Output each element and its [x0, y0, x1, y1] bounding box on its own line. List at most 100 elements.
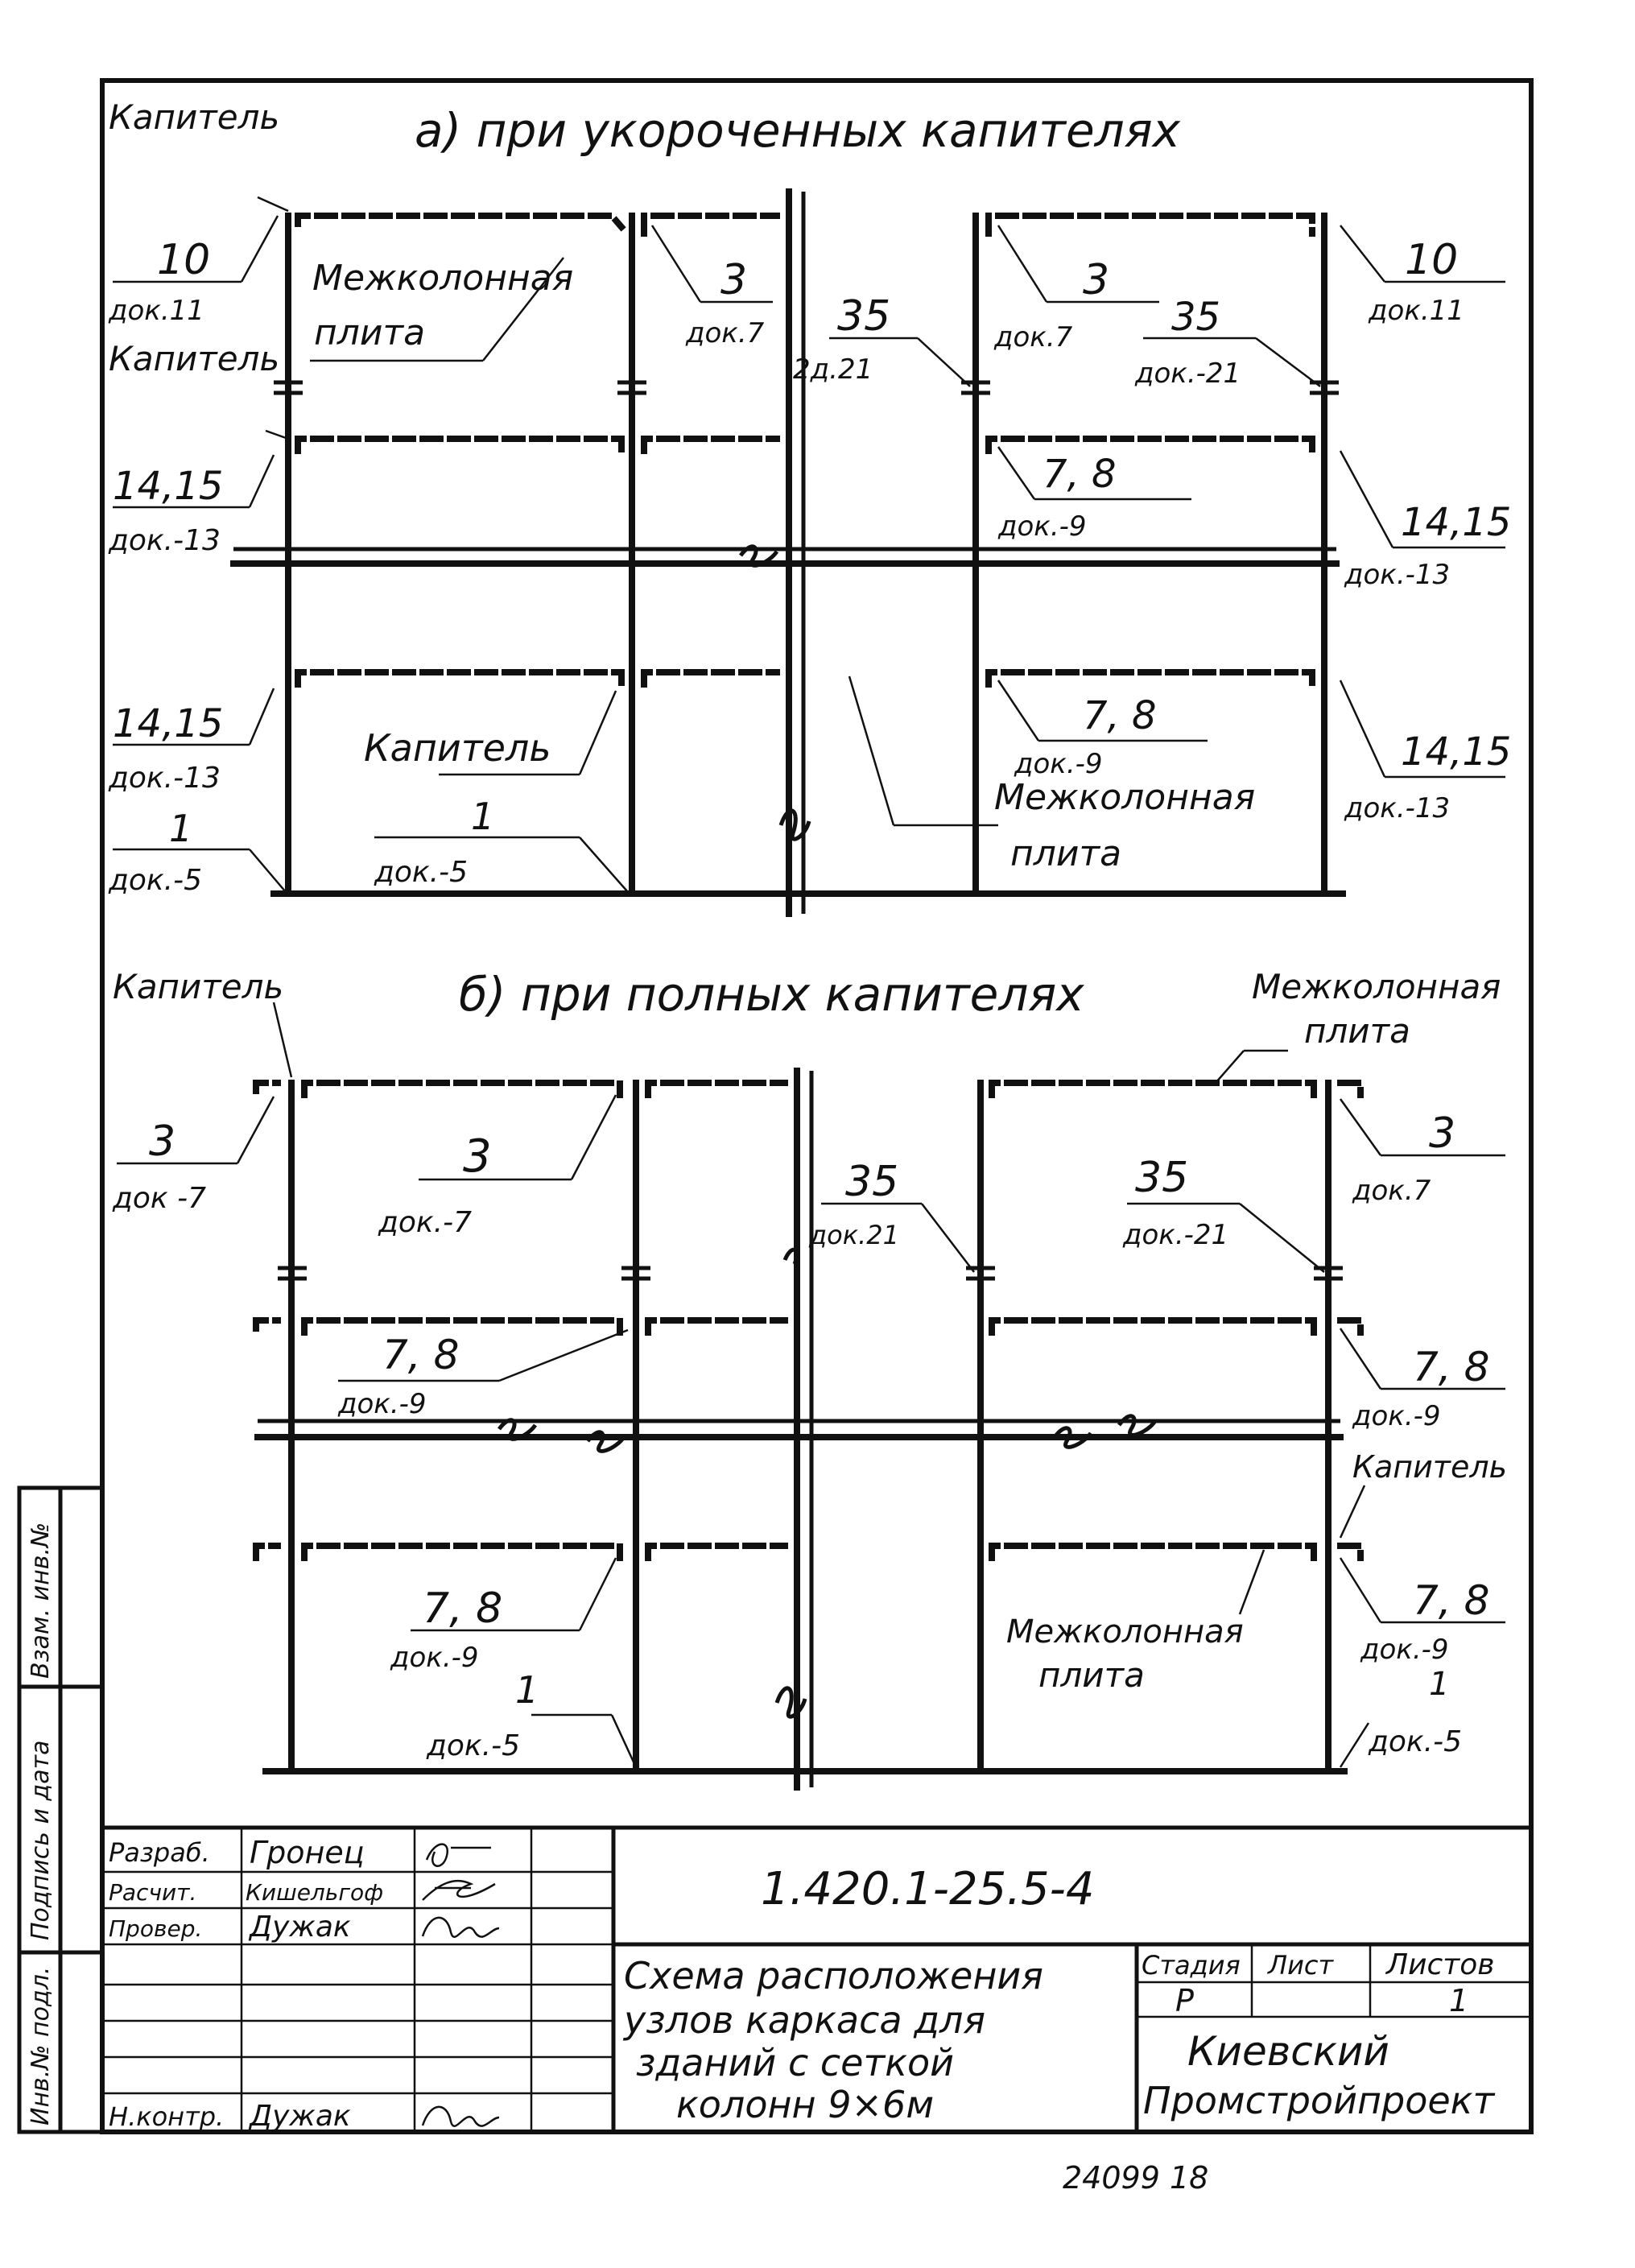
diagram-b-break: [794, 1068, 814, 1791]
callout-doc: док.11: [108, 295, 204, 327]
callout-doc: док.-9: [337, 1388, 427, 1420]
diagram-a-slab-bottom-2: плита: [1010, 833, 1121, 874]
drawing-title-line-1: Схема расположения: [624, 1954, 1043, 1997]
signature-calculator: [422, 1879, 496, 1901]
callout-number: 1: [1429, 1666, 1449, 1703]
diagram-b-capital-top: Капитель: [113, 967, 283, 1006]
name-checker: Дужак: [248, 1911, 351, 1944]
stamp-replace-inv: Взам. инв.№: [27, 1522, 55, 1679]
role-developer: Разраб.: [109, 1837, 210, 1868]
name-developer: Гронец: [250, 1835, 365, 1870]
diagram-b-slab-top-2: плита: [1304, 1011, 1410, 1051]
diagram-a-slab-top-2: плита: [314, 312, 425, 353]
side-stamp: Взам. инв.№ Подпись и дата Инв.№ подл.: [17, 1485, 105, 2134]
callout-doc: док.-9: [1014, 748, 1103, 780]
signature-developer: [425, 1843, 491, 1867]
drawing-title-line-2: узлов каркаса для: [622, 1998, 985, 2042]
diagram-a-break: [786, 188, 806, 917]
sheet-header: Лист: [1267, 1950, 1334, 1981]
diagram-b-callouts: 3 док -7 3 док.-7 35 док.21 35 док.-21 3…: [112, 1109, 1489, 1762]
callout-number: 10: [157, 236, 210, 284]
signature-marks: [421, 1843, 500, 2128]
callout-doc: док.-13: [108, 524, 221, 557]
callout-doc: док.7: [685, 317, 765, 349]
callout-doc: док.21: [808, 1220, 899, 1250]
callout-number: 1: [471, 795, 494, 838]
callout-doc: док.-21: [1134, 357, 1241, 390]
callout-doc: 2д.21: [793, 353, 873, 386]
callout-number: 35: [837, 292, 890, 341]
callout-doc: док -7: [112, 1182, 206, 1215]
break-marks: [498, 544, 1158, 1719]
diagram-b-capital-right: Капитель: [1352, 1449, 1507, 1485]
callout-doc: док.11: [1368, 295, 1464, 327]
organization-line-2: Промстройпроект: [1143, 2079, 1495, 2122]
diagram-a-capital-left: Капитель: [109, 339, 279, 378]
stage-header: Стадия: [1142, 1950, 1241, 1981]
callout-number: 35: [1171, 295, 1220, 340]
diagram-b-columns: [288, 1080, 1332, 1774]
callout-doc: док.-21: [1122, 1219, 1228, 1251]
callout-doc: док.-5: [374, 856, 468, 889]
archive-number: 24099 18: [1063, 2160, 1208, 2196]
stage-value: Р: [1175, 1983, 1194, 2018]
role-checker: Провер.: [109, 1915, 202, 1942]
diagram-b-slab-bottom: Межколонная: [1006, 1613, 1244, 1650]
callout-doc: док.-5: [426, 1729, 520, 1762]
callout-doc: док.-9: [1360, 1634, 1449, 1666]
callout-number: 3: [463, 1130, 492, 1183]
document-code: 1.420.1-25.5-4: [761, 1863, 1094, 1915]
callout-number: 3: [1083, 256, 1109, 304]
callout-number: 10: [1405, 236, 1458, 284]
callout-number: 35: [1135, 1154, 1188, 1202]
callout-doc: док.-13: [1344, 792, 1450, 824]
diagram-a-columns: [285, 213, 1327, 897]
callout-number: 14,15: [1401, 729, 1511, 775]
diagram-a-slab-top: Межколонная: [312, 258, 573, 299]
callout-doc: док.7: [1352, 1175, 1431, 1207]
drawing-title-line-4: колонн 9×6м: [676, 2083, 934, 2126]
diagram-a-capitals: [295, 213, 1315, 688]
callout-number: 7, 8: [1043, 452, 1117, 497]
callout-number: 3: [1429, 1109, 1455, 1158]
callout-number: 1: [169, 807, 192, 850]
callout-number: 7, 8: [1413, 1577, 1489, 1624]
stamp-sign-date: Подпись и дата: [27, 1741, 55, 1941]
callout-number: 7, 8: [423, 1584, 502, 1633]
diagram-b-title: б) при полных капителях: [459, 967, 1084, 1022]
stamp-inv-no: Инв.№ подл.: [27, 1967, 55, 2125]
diagram-a-capital-top: Капитель: [109, 97, 279, 137]
callout-doc: док.-13: [1344, 559, 1450, 591]
role-calculator: Расчит.: [109, 1879, 196, 1906]
diagram-b-leaders: [117, 1002, 1505, 1768]
callout-number: 7, 8: [1413, 1344, 1489, 1390]
callout-number: 3: [149, 1117, 175, 1166]
callout-doc: док.-13: [108, 762, 221, 795]
callout-doc: док.7: [993, 321, 1073, 353]
callout-doc: док.-9: [997, 510, 1087, 543]
callout-number: 3: [720, 256, 747, 304]
diagram-a: а) при укороченных капителях: [108, 97, 1511, 917]
sheets-value: 1: [1449, 1983, 1468, 2018]
callout-doc: док.-5: [108, 864, 202, 897]
diagram-b-beams: [254, 1419, 1348, 1774]
callout-doc: док.-9: [390, 1642, 479, 1674]
diagram-a-callouts: 10 док.11 3 док.7 35 2д.21 3 док.7 35 до…: [108, 236, 1511, 897]
diagram-a-nodes: [274, 380, 1339, 395]
callout-number: 7, 8: [1083, 693, 1157, 738]
title-block: Разраб. Гронец Расчит. Кишельгоф Провер.…: [102, 1825, 1531, 2133]
diagram-b: б) при полных капителях: [112, 967, 1507, 1791]
callout-number: 14,15: [1401, 500, 1511, 545]
diagram-a-capital-mid: Капитель: [364, 726, 551, 770]
diagram-a-leaders: [113, 196, 1505, 893]
signature-checker: [421, 1916, 500, 1939]
callout-doc: док.-5: [1368, 1725, 1462, 1758]
diagram-a-beams: [230, 547, 1346, 897]
name-calculator: Кишельгоф: [246, 1879, 383, 1906]
drawing-title-line-3: зданий с сеткой: [636, 2041, 954, 2084]
callout-number: 7, 8: [382, 1332, 459, 1378]
callout-number: 14,15: [113, 701, 223, 746]
callout-number: 35: [845, 1158, 898, 1206]
callout-doc: док.-9: [1352, 1400, 1441, 1432]
